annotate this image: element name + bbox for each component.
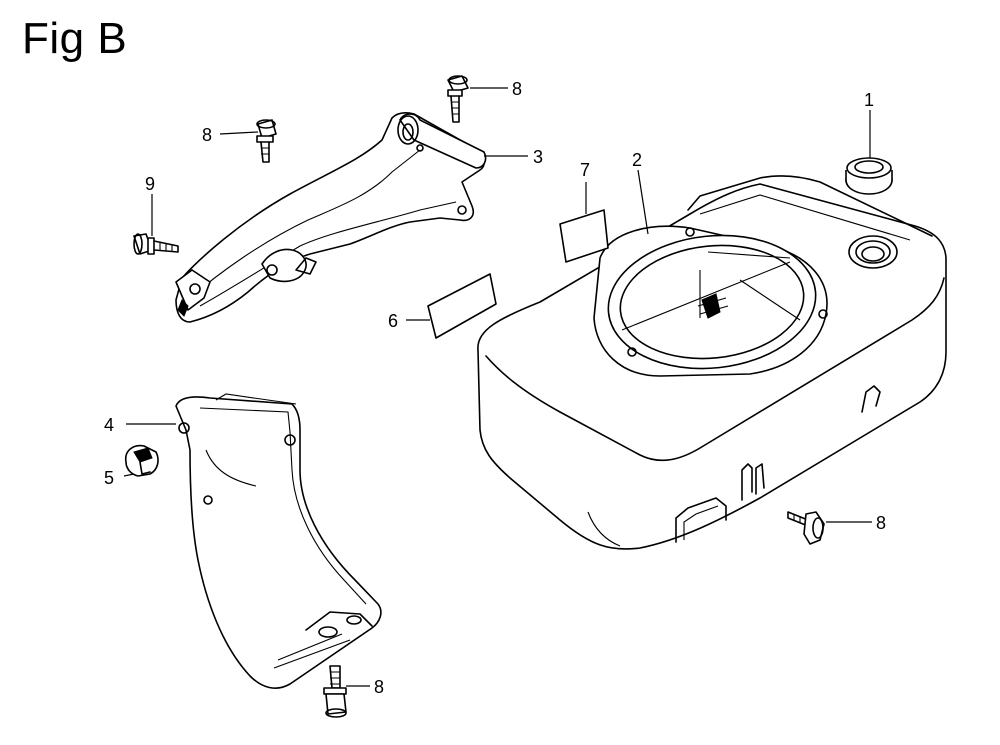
callout-8-bottom: 8: [374, 677, 384, 697]
callout-numbers: 1 2 3 4 5 6 7 8 8 8 8 9: [104, 79, 886, 697]
label-plate-7: [559, 209, 609, 263]
callout-6: 6: [388, 311, 398, 331]
callout-1: 1: [864, 90, 874, 110]
flange-bolt-8-right: [787, 511, 825, 545]
callout-9: 9: [145, 174, 155, 194]
flange-bolt-8-left: [256, 119, 277, 163]
cable-clip: [124, 444, 159, 477]
lower-guard-plate: [175, 393, 382, 689]
flange-bolt-8-top: [447, 75, 469, 123]
label-plate-6: [427, 273, 497, 339]
callout-4: 4: [104, 415, 114, 435]
fan-cover-shroud: [477, 175, 947, 550]
handle-bracket: [175, 112, 487, 323]
figure-title: Fig B: [22, 14, 128, 63]
callout-5: 5: [104, 468, 114, 488]
oil-fill-grommet: [845, 157, 893, 195]
callout-3: 3: [533, 147, 543, 167]
callout-8-top: 8: [512, 79, 522, 99]
callout-8-right: 8: [876, 513, 886, 533]
bolt-9: [133, 233, 179, 255]
callout-8-left: 8: [202, 125, 212, 145]
callout-7: 7: [580, 160, 590, 180]
callout-2: 2: [632, 150, 642, 170]
leader-lines: [123, 87, 872, 687]
flange-bolt-8-bottom: [323, 665, 347, 718]
